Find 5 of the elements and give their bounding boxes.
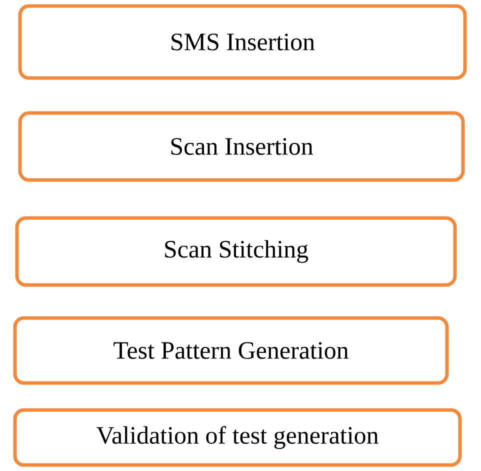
process-box: Test Pattern Generation xyxy=(13,316,449,385)
process-box: Scan Stitching xyxy=(15,216,457,287)
process-box: Validation of test generation xyxy=(13,408,462,467)
process-box: Scan Insertion xyxy=(18,111,465,182)
process-box: SMS Insertion xyxy=(18,4,467,80)
